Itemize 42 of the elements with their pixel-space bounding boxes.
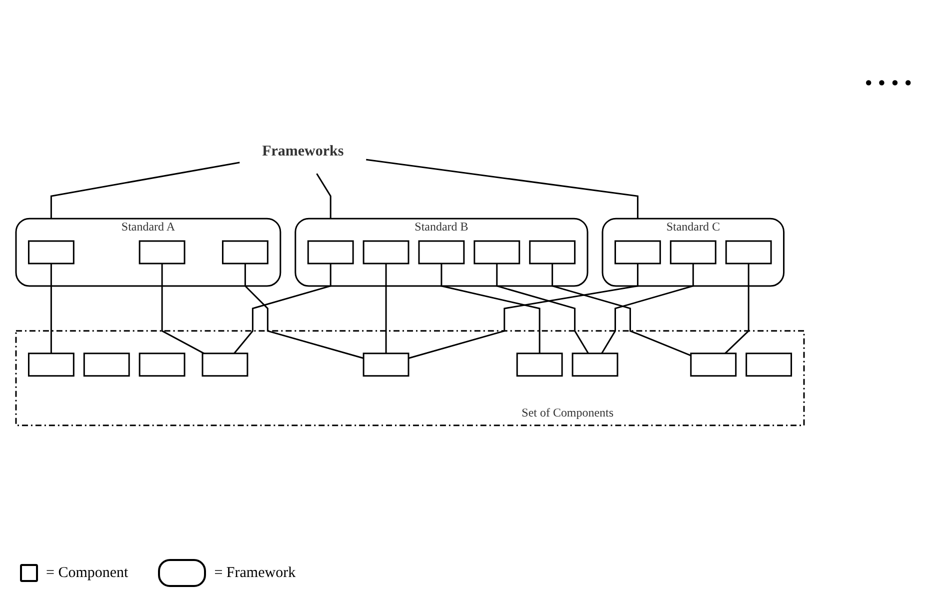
node-box <box>572 352 618 377</box>
node-box <box>362 240 410 264</box>
cluster: Standard C <box>602 218 785 287</box>
node-box <box>614 240 661 264</box>
node-box <box>307 240 354 264</box>
node-box <box>138 352 186 377</box>
node-box <box>516 352 563 377</box>
connector <box>234 264 332 354</box>
connector <box>552 264 692 356</box>
connector <box>496 264 589 354</box>
connector <box>440 264 540 354</box>
node-box <box>28 352 74 377</box>
connector <box>366 158 638 219</box>
node-text: Frameworks <box>262 142 344 160</box>
node-box <box>474 240 520 264</box>
connector <box>601 264 694 354</box>
connector <box>50 264 52 354</box>
node-box <box>529 240 576 264</box>
connector <box>161 264 204 354</box>
ellipsis-mark: • • • • <box>864 70 912 96</box>
cluster: Set of Components <box>15 330 805 426</box>
connector <box>50 162 240 219</box>
connector <box>385 264 387 354</box>
connector <box>244 264 364 359</box>
node-box <box>418 240 465 264</box>
cluster: Standard B <box>294 218 588 287</box>
node-box <box>202 352 248 377</box>
node-box <box>83 352 130 377</box>
connector <box>408 264 638 359</box>
cluster: Standard A <box>15 218 282 287</box>
node-box <box>670 240 716 264</box>
node-box <box>362 352 410 377</box>
node-box <box>222 240 268 264</box>
connector <box>316 173 332 219</box>
node-box <box>690 352 737 377</box>
node-box <box>28 240 74 264</box>
node-box <box>138 240 186 264</box>
legend-text: = Component <box>46 564 128 582</box>
connector <box>724 264 750 354</box>
legend-text: = Framework <box>214 564 296 582</box>
node-box <box>746 352 792 377</box>
node-box <box>725 240 772 264</box>
